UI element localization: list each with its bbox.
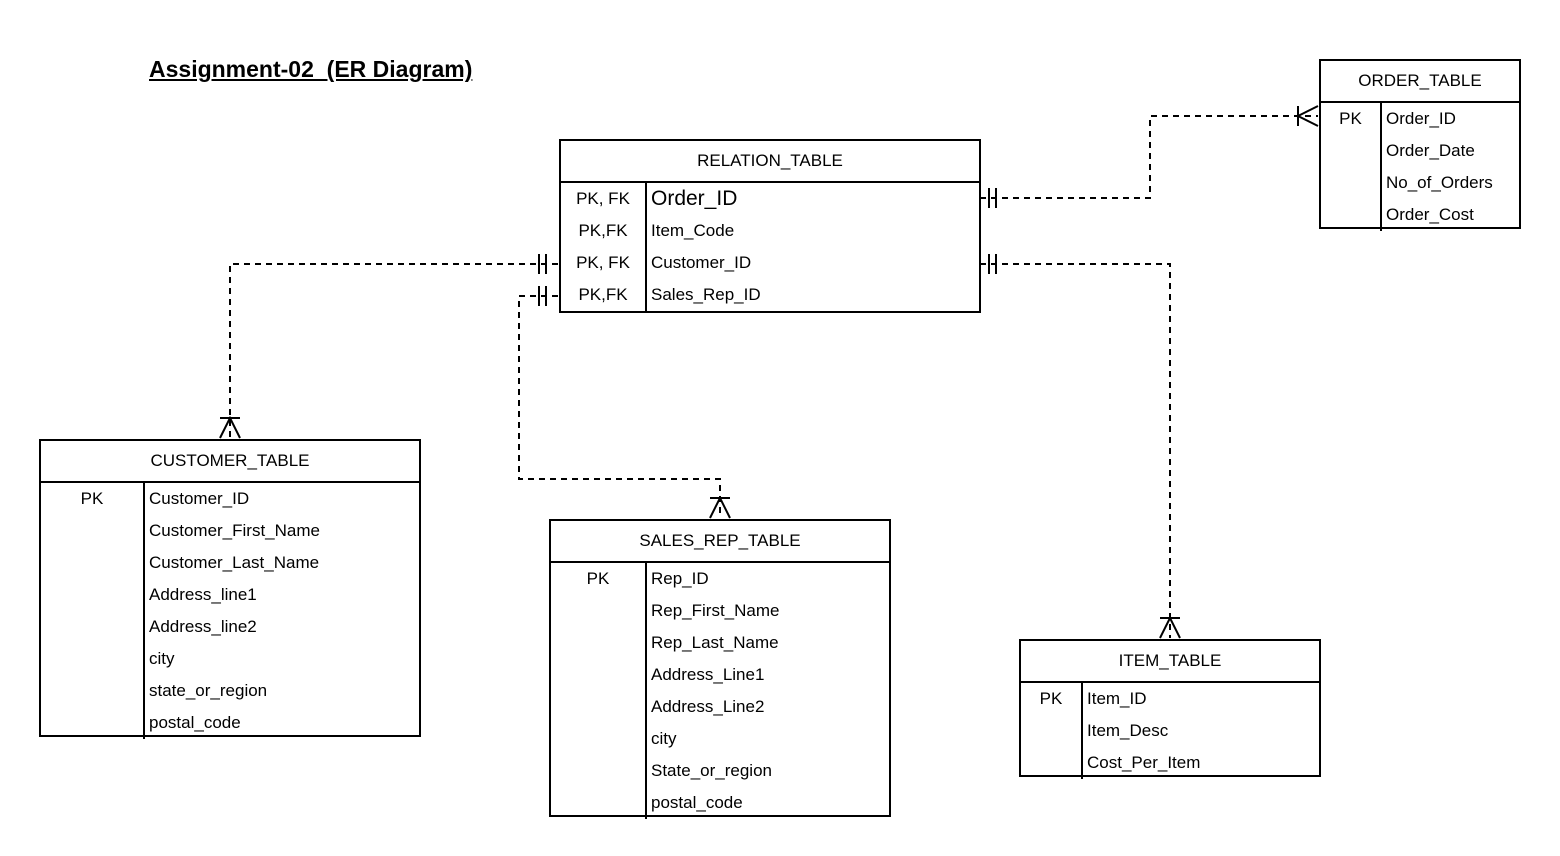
attribute-cell: Rep_ID: [651, 569, 709, 588]
key-cell: PK: [1039, 689, 1063, 708]
attribute-cell: Order_Cost: [1386, 205, 1474, 224]
attribute-cell: State_or_region: [651, 761, 772, 780]
key-cell: [551, 595, 645, 627]
key-cell: [1021, 747, 1081, 779]
attribute-cell: Item_Code: [651, 221, 735, 240]
key-cell: [551, 787, 645, 819]
attribute-cell: Address_line2: [149, 617, 257, 636]
entity-title: CUSTOMER_TABLE: [41, 441, 419, 483]
attribute-cell: Sales_Rep_ID: [651, 285, 761, 304]
relation-customer-link: [219, 254, 558, 439]
attribute-cell: Item_ID: [1087, 689, 1147, 708]
key-cell: PK: [1339, 109, 1362, 128]
customer-table-entity[interactable]: CUSTOMER_TABLE PK Customer_ID Customer_Fi…: [39, 439, 421, 739]
key-cell: [1321, 167, 1380, 199]
key-cell: [41, 579, 143, 611]
attribute-cell: Item_Desc: [1087, 721, 1169, 740]
key-cell: [1021, 715, 1081, 747]
key-cell: [41, 675, 143, 707]
diagram-title: Assignment-02 (ER Diagram): [149, 56, 473, 82]
attribute-cell: Order_ID: [651, 187, 738, 210]
key-cell: [41, 611, 143, 643]
key-cell: [551, 691, 645, 723]
key-cell: PK,FK: [578, 221, 628, 240]
key-cell: PK, FK: [576, 189, 630, 208]
key-cell: PK: [586, 569, 610, 588]
entity-title: ITEM_TABLE: [1021, 641, 1319, 683]
key-cell: [1321, 135, 1380, 167]
attribute-cell: Address_Line2: [651, 697, 765, 716]
key-cell: PK,FK: [578, 285, 628, 304]
key-cell: PK: [80, 489, 104, 508]
relation-salesrep-link: [518, 286, 731, 519]
attribute-cell: Customer_First_Name: [149, 521, 320, 540]
relation-order-link: [980, 105, 1319, 208]
key-cell: [41, 515, 143, 547]
attribute-cell: Customer_ID: [149, 489, 250, 508]
attribute-cell: postal_code: [651, 793, 743, 812]
attribute-cell: No_of_Orders: [1386, 173, 1493, 192]
key-cell: [551, 627, 645, 659]
entity-title: ORDER_TABLE: [1321, 61, 1519, 103]
attribute-cell: state_or_region: [149, 681, 268, 700]
key-cell: [41, 707, 143, 739]
key-cell: [41, 643, 143, 675]
attribute-cell: Cost_Per_Item: [1087, 753, 1201, 772]
key-cell: PK, FK: [576, 253, 630, 272]
entity-title: SALES_REP_TABLE: [551, 521, 889, 563]
attribute-cell: Address_line1: [149, 585, 257, 604]
relation-item-link: [980, 254, 1181, 639]
attribute-cell: Address_Line1: [651, 665, 765, 684]
key-cell: [551, 755, 645, 787]
key-cell: [41, 547, 143, 579]
relation-table-entity[interactable]: RELATION_TABLE PK, FK PK,FK PK, FK PK,FK Or…: [559, 139, 981, 313]
entity-title: RELATION_TABLE: [561, 141, 979, 183]
key-cell: [551, 723, 645, 755]
attribute-cell: Rep_Last_Name: [651, 633, 779, 652]
attribute-cell: Order_ID: [1386, 109, 1456, 128]
attribute-cell: city: [149, 649, 175, 668]
attribute-cell: postal_code: [149, 713, 241, 732]
key-cell: [1321, 199, 1380, 231]
attribute-cell: Customer_Last_Name: [149, 553, 320, 572]
attribute-cell: city: [651, 729, 677, 748]
attribute-cell: Customer_ID: [651, 253, 752, 272]
attribute-cell: Order_Date: [1386, 141, 1475, 160]
key-cell: [551, 659, 645, 691]
attribute-cell: Rep_First_Name: [651, 601, 780, 620]
